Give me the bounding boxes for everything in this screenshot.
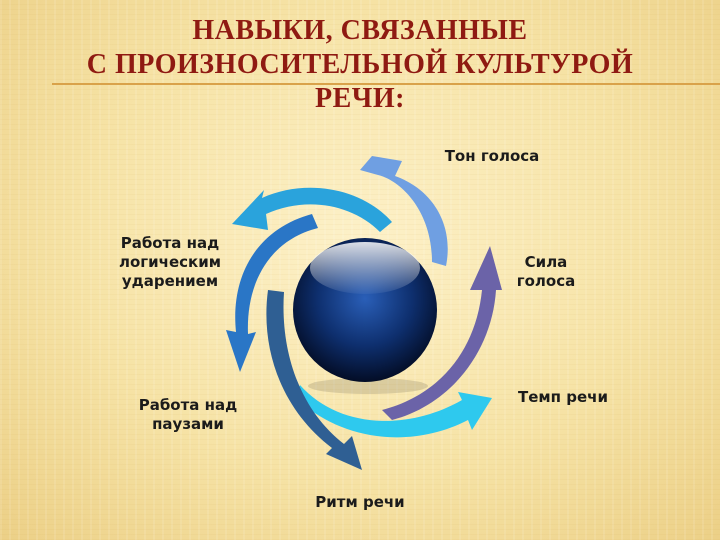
label-power: Сила голоса <box>516 253 576 290</box>
slide-title: НАВЫКИ, СВЯЗАННЫЕ С ПРОИЗНОСИТЕЛЬНОЙ КУЛ… <box>0 14 720 116</box>
arrow-logic <box>232 187 392 232</box>
label-pause: Работа над паузами <box>138 396 238 433</box>
label-rhythm: Ритм речи <box>315 493 405 511</box>
title-underline <box>52 83 720 85</box>
arrow-rhythm <box>266 290 362 470</box>
sphere-shadow <box>308 378 428 394</box>
label-tempo: Темп речи <box>518 388 608 406</box>
arrow-tone <box>360 156 448 266</box>
title-line-2: С ПРОИЗНОСИТЕЛЬНОЙ КУЛЬТУРОЙ <box>86 49 634 80</box>
arrow-tempo <box>296 385 492 438</box>
title-line-3: РЕЧИ: <box>315 83 405 114</box>
arrow-pause <box>226 214 318 372</box>
label-logic: Работа над логическим ударением <box>119 234 221 290</box>
label-tone: Тон голоса <box>444 147 540 165</box>
arrow-power <box>382 246 502 420</box>
sphere-highlight <box>310 242 420 294</box>
title-line-1: НАВЫКИ, СВЯЗАННЫЕ <box>192 15 528 46</box>
